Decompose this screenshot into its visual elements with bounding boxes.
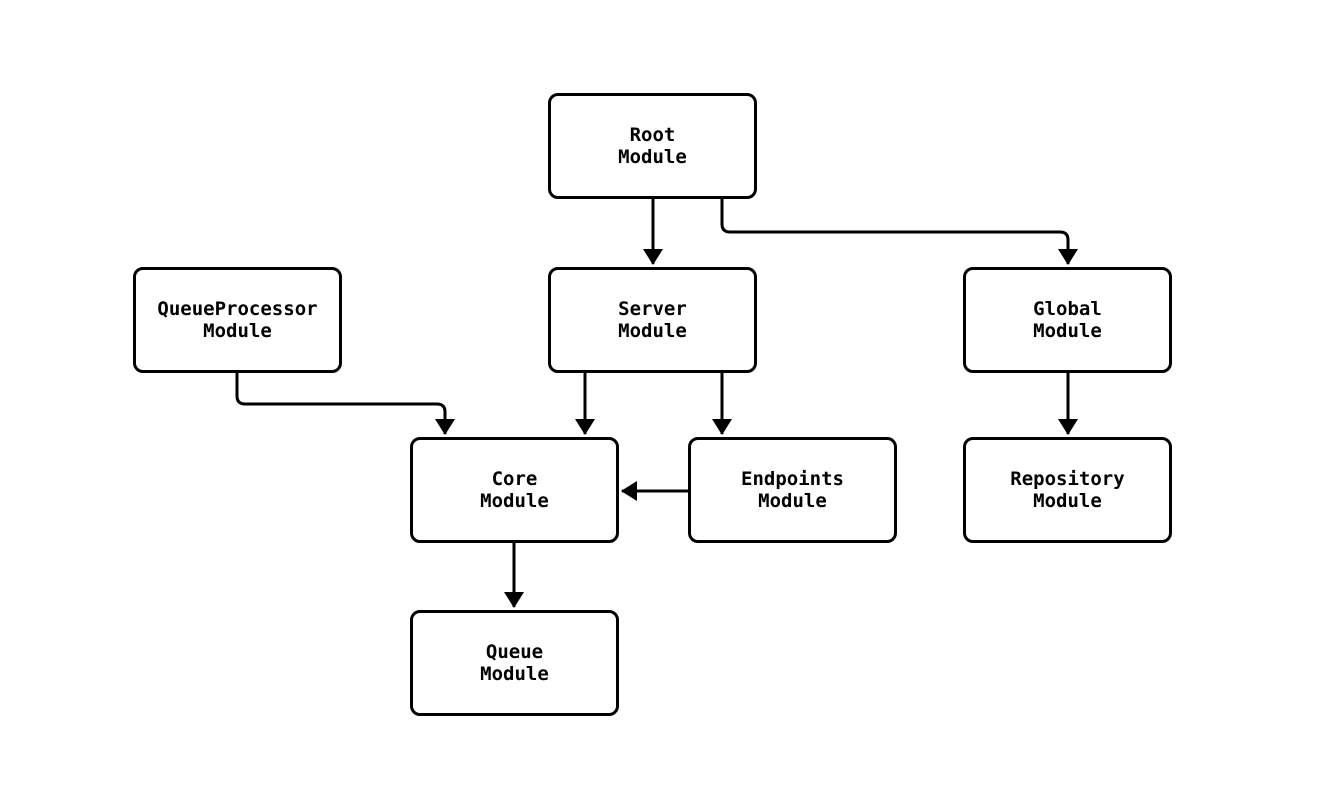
node-queueprocessor-module-label: QueueProcessor Module [157,297,318,342]
node-core-module-label: Core Module [480,467,549,512]
node-server-module: Server Module [548,267,757,373]
node-endpoints-module-label: Endpoints Module [741,467,844,512]
node-queue-module: Queue Module [410,610,619,716]
node-endpoints-module: Endpoints Module [688,437,897,543]
node-server-module-label: Server Module [618,297,687,342]
node-repository-module: Repository Module [963,437,1172,543]
node-core-module: Core Module [410,437,619,543]
node-global-module-label: Global Module [1033,297,1102,342]
node-queueprocessor-module: QueueProcessor Module [133,267,342,373]
edge-queueprocessor-to-core [235,372,455,435]
node-queue-module-label: Queue Module [480,640,549,685]
node-global-module: Global Module [963,267,1172,373]
node-repository-module-label: Repository Module [1010,467,1125,512]
node-root-module: Root Module [548,93,757,199]
edge-root-to-global [720,198,1078,265]
node-root-module-label: Root Module [618,123,687,168]
